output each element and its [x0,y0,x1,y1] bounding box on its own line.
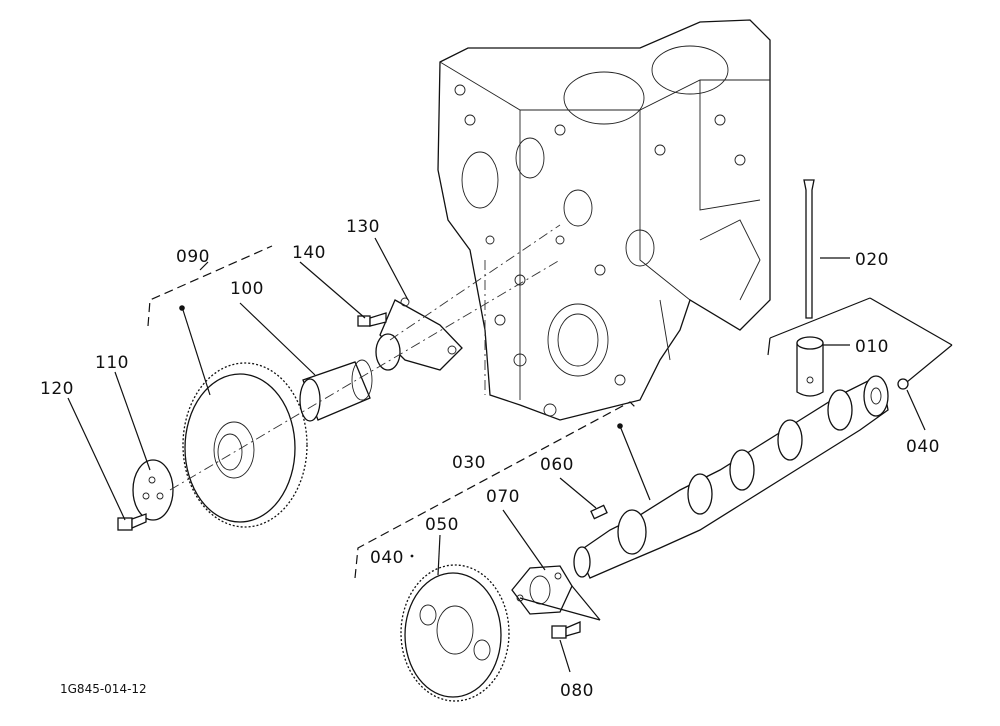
camshaft [573,375,889,579]
callout-030: 030 [452,453,486,473]
idle-gear [182,362,308,528]
push-rod [803,179,815,319]
idle-gear-bushing [299,359,373,422]
callout-070: 070 [486,487,520,507]
callout-100: 100 [230,279,264,299]
feather-key [590,504,608,520]
idle-gear-collar [132,459,174,521]
diagram-code: 1G845-014-12 [60,682,147,696]
bracket-dot-040 [410,554,414,558]
bolt-080 [551,621,581,639]
callout-140: 140 [292,243,326,263]
idle-gear-axis [169,259,561,491]
group-bracket-090 [147,245,273,327]
callout-080: 080 [560,681,594,701]
callout-050: 050 [425,515,459,535]
idle-gear-shaft [375,297,463,371]
callout-110: 110 [95,353,129,373]
tappet [796,336,824,397]
group-bracket-030 [354,401,637,579]
bolt-120 [117,513,147,531]
callout-060: 060 [540,455,574,475]
callout-040-group: 040 [370,548,404,568]
bracket-dot-090 [179,305,185,311]
callout-130: 130 [346,217,380,237]
callout-090: 090 [176,247,210,267]
bolt-140 [357,312,387,327]
thrust-plate [511,565,573,615]
callout-020: 020 [855,250,889,270]
steel-ball [897,378,909,390]
callout-120: 120 [40,379,74,399]
callout-010: 010 [855,337,889,357]
cam-gear [400,564,510,702]
crankcase-block [437,19,771,421]
leader-lines [67,237,953,673]
shaft-axis [389,224,561,341]
callout-040-ball: 040 [906,437,940,457]
